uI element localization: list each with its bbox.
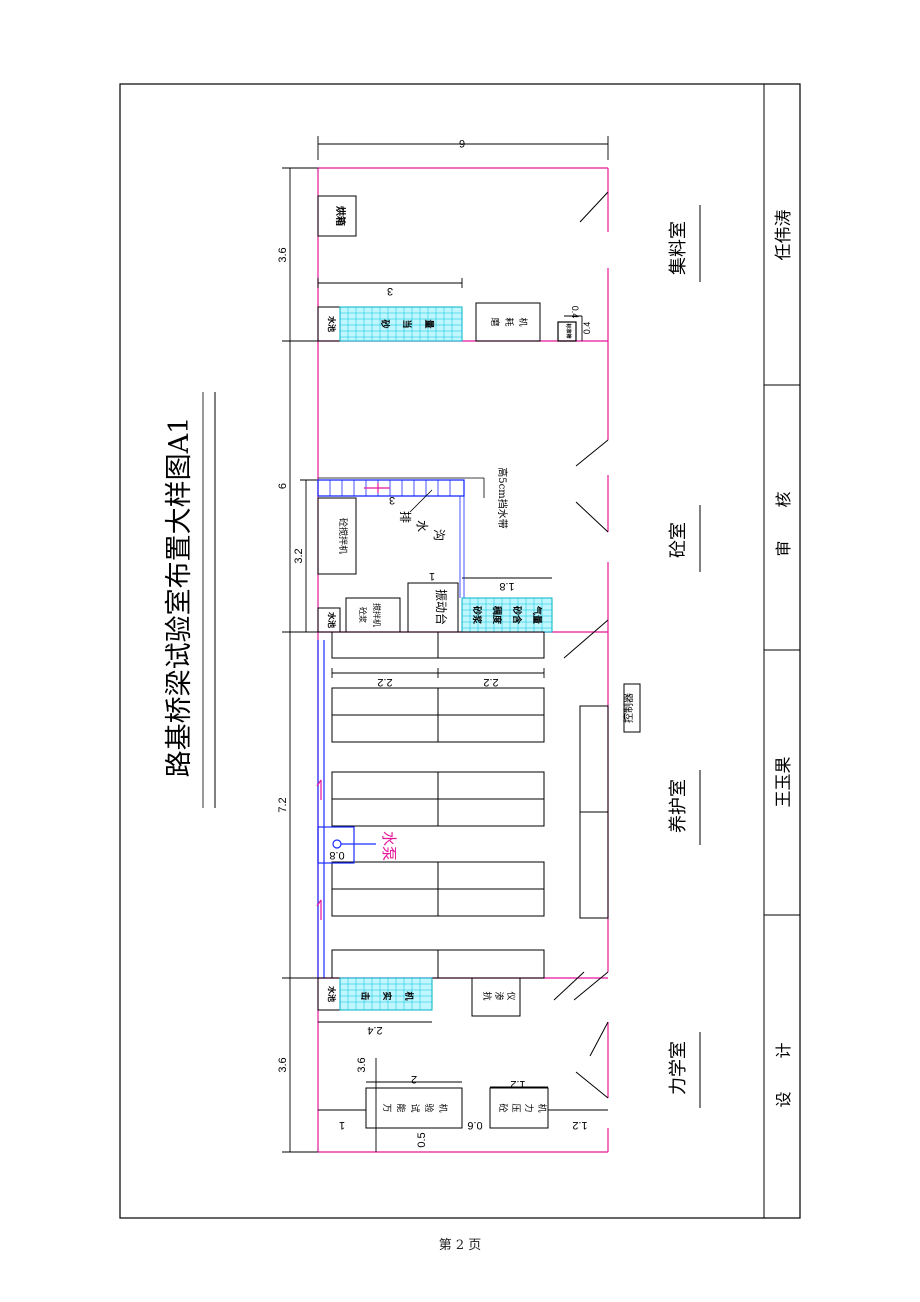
mortar-bench xyxy=(461,597,553,633)
compactor-c2: 实 xyxy=(381,991,393,1000)
universal-c4: 验 xyxy=(423,1103,435,1112)
universal-tester xyxy=(365,1087,463,1129)
dim-gap-2: 0.6 xyxy=(467,1119,482,1131)
page-number: 第 2 页 xyxy=(438,1238,482,1253)
room-aggregate: 集料室 xyxy=(668,221,689,275)
label-design: 设 计 xyxy=(774,1028,793,1107)
compactor-bench xyxy=(339,977,433,1011)
water-tank-b-label: 水池 xyxy=(327,611,337,628)
dim-conc-height: 6 xyxy=(277,483,289,489)
name-design: 王玉果 xyxy=(774,757,794,808)
dim-door-w: 1.2 xyxy=(572,1119,587,1131)
water-tank-a-label: 水池 xyxy=(327,315,337,332)
dim-pump-w: 0.8 xyxy=(329,849,344,861)
mortar-mixer-l1: 砼浆 xyxy=(358,607,368,623)
dim-rack-a: 2.2 xyxy=(377,676,392,688)
sieve-box xyxy=(557,321,577,342)
dim-vib-w: 1 xyxy=(429,570,435,582)
press-machine xyxy=(489,1087,549,1129)
abrasion-c3: 机 xyxy=(517,317,529,326)
dim-mech-height: 3.6 xyxy=(277,1057,289,1072)
compactor-c1: 击 xyxy=(359,991,371,1000)
dim-sieve-b: 0.4 xyxy=(582,322,592,335)
universal-c1: 万 xyxy=(381,1103,391,1112)
dim-univ-w: 2 xyxy=(411,1073,417,1085)
dim-press-w: 1.2 xyxy=(510,1078,525,1090)
dim-curing-len: 7.2 xyxy=(277,797,289,812)
sheet-border xyxy=(119,83,801,1219)
press-c3: 力 xyxy=(523,1103,535,1112)
universal-c5: 机 xyxy=(437,1103,449,1112)
sand-equiv-c1: 砂 xyxy=(379,319,391,328)
drain-channel xyxy=(317,479,465,497)
vibration-table xyxy=(407,582,459,633)
oven-box xyxy=(317,195,357,237)
anti-seep-c2: 渗 xyxy=(493,991,505,1000)
dim-conc-sub: 3.2 xyxy=(293,548,305,563)
drain-c1: 排 xyxy=(398,511,412,523)
mortar-mixer-l2: 搅拌机 xyxy=(372,603,382,627)
drawing-title: 路基桥梁试验室布置大样图A1 xyxy=(164,417,195,778)
sand-equiv-c3: 量 xyxy=(423,319,435,328)
name-review: 任伟涛 xyxy=(774,210,794,261)
mortar-l3: 砂含 xyxy=(511,606,523,625)
water-tank-c-label: 水池 xyxy=(327,985,337,1002)
drain-c3: 沟 xyxy=(432,529,446,541)
dim-left-off: 1 xyxy=(339,1119,345,1131)
sand-equiv-bench xyxy=(339,306,463,342)
pump-box xyxy=(317,826,355,864)
abrasion-c2: 耗 xyxy=(503,317,514,326)
press-c2: 压 xyxy=(510,1103,521,1112)
vibration-table-label: 振动台 xyxy=(434,589,449,625)
anti-seep-c3: 仪 xyxy=(505,991,516,1000)
dim-rack-b: 2.2 xyxy=(483,676,498,688)
dim-total-length: 6 xyxy=(459,137,465,149)
mortar-l2: 稠度 xyxy=(491,605,503,625)
water-tank-b xyxy=(317,607,341,633)
label-review: 审 核 xyxy=(774,477,793,556)
dim-gap-1: 0.5 xyxy=(416,1132,428,1147)
universal-c2: 能 xyxy=(395,1103,407,1112)
abrasion-machine xyxy=(475,302,541,342)
dim-sieve-a: 0.4 xyxy=(570,306,580,319)
concrete-mixer xyxy=(317,497,357,575)
controller-label: 控制器 xyxy=(622,693,635,723)
mortar-l4: 气量 xyxy=(531,605,543,624)
controller-box xyxy=(623,683,641,733)
dim-mech-inner: 3.6 xyxy=(356,1057,368,1072)
sand-equiv-c2: 当 xyxy=(401,319,413,328)
oven-label: 烘箱 xyxy=(334,206,347,226)
room-curing: 养护室 xyxy=(668,779,689,833)
room-mechanics: 力学室 xyxy=(668,1041,689,1095)
universal-c3: 试 xyxy=(409,1103,421,1112)
drain-c2: 水 xyxy=(415,520,429,532)
door-swings xyxy=(553,191,609,1099)
dim-agg-height: 3.6 xyxy=(277,247,289,262)
pump-label: 水泵 xyxy=(380,831,398,861)
dim-drain-len: 3 xyxy=(389,494,395,506)
anti-seep-c1: 抗 xyxy=(481,991,493,1000)
compactor-c3: 机 xyxy=(403,991,415,1000)
press-c4: 机 xyxy=(536,1103,548,1112)
room-concrete: 砼室 xyxy=(668,522,689,558)
curing-racks xyxy=(331,631,545,979)
press-c1: 砼 xyxy=(497,1103,509,1112)
water-belt-label: 高5cm挡水带 xyxy=(496,467,509,528)
mortar-l1: 砂浆 xyxy=(471,606,483,625)
sieve-label: 标准筛 xyxy=(565,322,572,338)
dimension-lines xyxy=(282,136,609,1153)
dim-agg-bench: 3 xyxy=(387,285,393,297)
dim-sand-w: 1.8 xyxy=(499,580,514,592)
anti-seep-box xyxy=(471,977,521,1017)
dim-mech-bench: 2.4 xyxy=(367,1024,382,1036)
concrete-mixer-label: 砼搅拌机 xyxy=(337,518,349,554)
abrasion-c1: 磨 xyxy=(489,317,500,326)
